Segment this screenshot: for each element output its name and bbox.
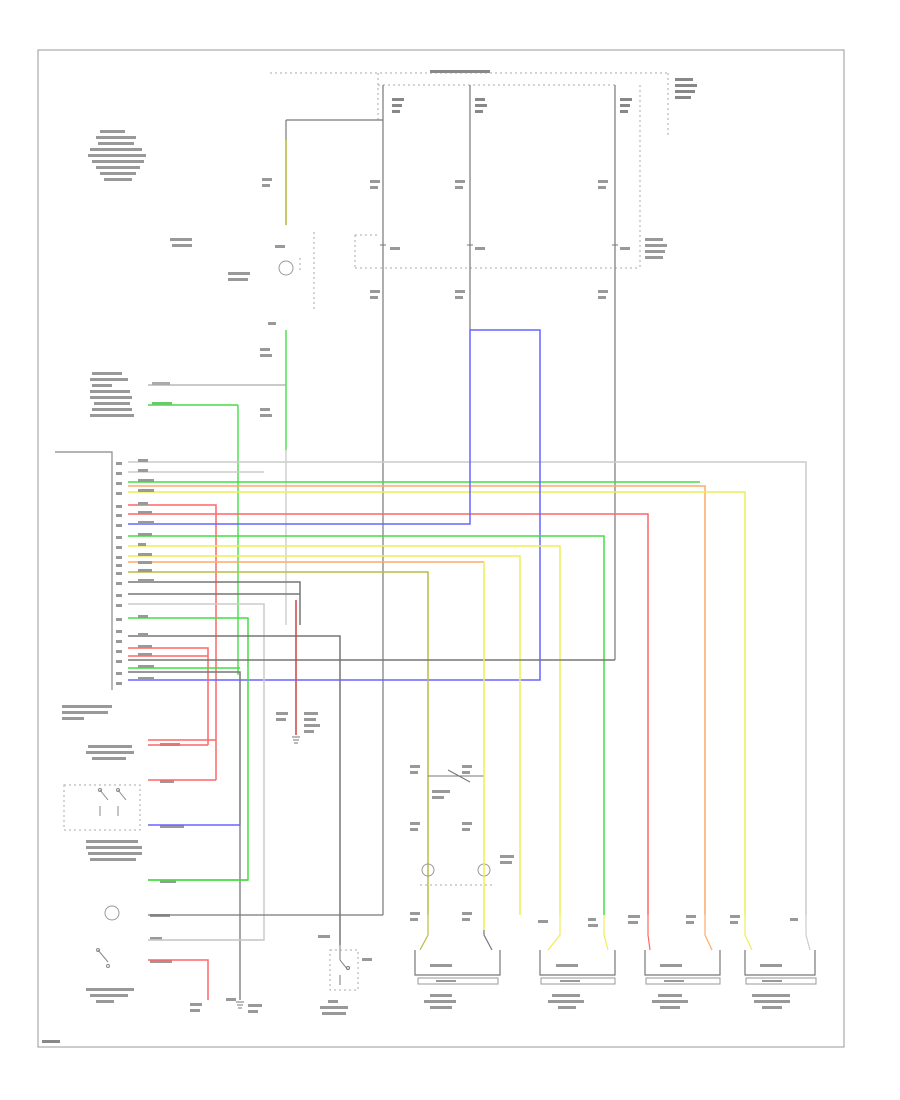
red-switch-wire <box>148 959 209 1000</box>
srs-module-name <box>62 705 112 720</box>
buckle-switch-icon <box>104 905 120 921</box>
diagram-frame <box>37 49 845 1048</box>
occupant-switch-icon <box>96 948 110 968</box>
right-seatbelt-tensioner[interactable] <box>730 915 817 1009</box>
ground-icon <box>292 736 300 744</box>
indicator-lamp-icon <box>278 260 294 276</box>
harness-wire-labels <box>138 459 154 680</box>
clock-spring-icon-left <box>421 863 435 877</box>
srs-module-pins <box>116 462 122 685</box>
buckle-box <box>329 949 359 991</box>
left-top-notes <box>88 130 146 181</box>
wire-gauge-labels <box>170 178 667 299</box>
footer-code <box>62 1040 63 1044</box>
driver-airbag-module[interactable] <box>410 912 501 1009</box>
sensor-labels-left <box>86 743 184 1003</box>
buckle-tensioner-icon <box>339 945 350 985</box>
switch-ground-icon <box>236 1001 244 1009</box>
passenger-airbag-module[interactable] <box>538 918 616 1009</box>
seat-sensor-switch-icon <box>98 788 127 816</box>
fuse-labels <box>392 70 697 113</box>
figure-code <box>42 1040 60 1043</box>
left-seatbelt-tensioner[interactable] <box>628 915 721 1009</box>
module-harness-wires <box>128 329 807 945</box>
switch-ground-label <box>190 998 262 1013</box>
gray-dlc-wire-label <box>152 382 170 385</box>
lamp-wire-labels <box>260 322 276 417</box>
ground-label <box>276 712 320 733</box>
squib-shorting-bar <box>447 769 471 783</box>
squib-labels <box>410 765 514 864</box>
module-lead-lines <box>419 915 811 951</box>
green-dlc-wire-label <box>152 402 172 405</box>
srs-module-bracket <box>55 451 113 690</box>
data-link-connector-label <box>90 372 134 417</box>
buckle-labels <box>318 935 372 1015</box>
